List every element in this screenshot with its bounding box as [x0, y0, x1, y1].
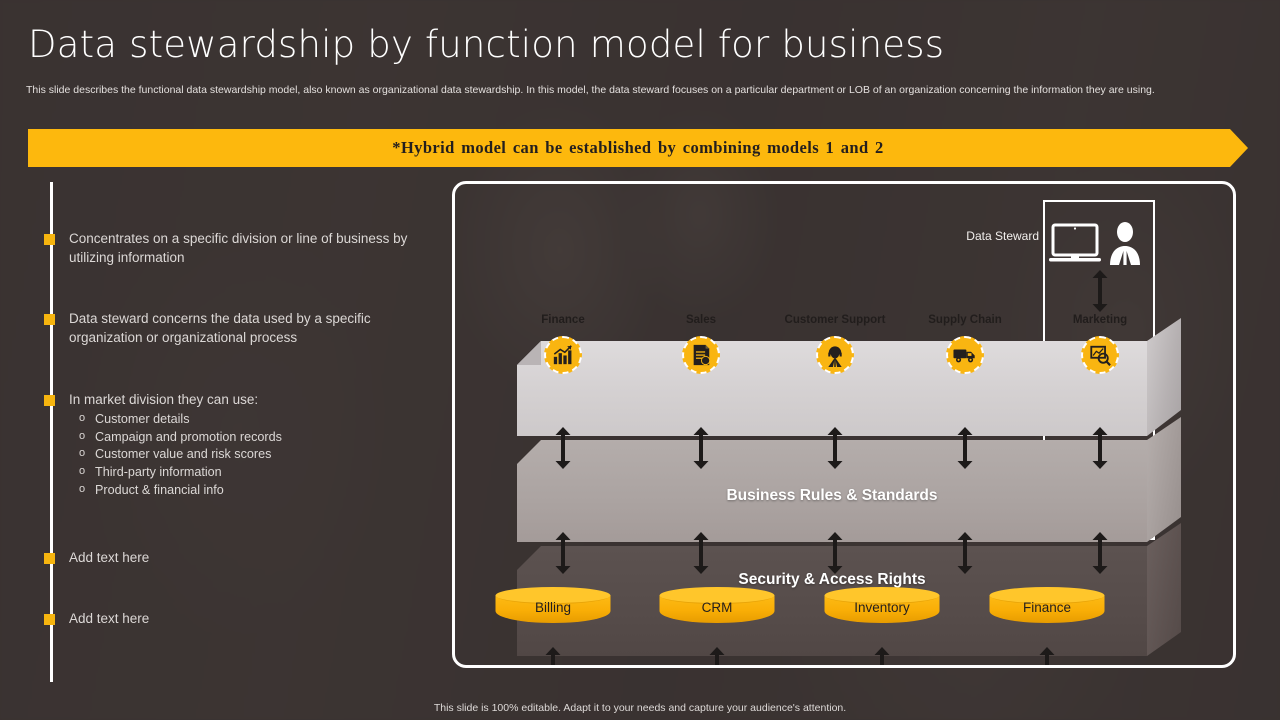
bullet-subitem: Third-party information	[77, 464, 439, 482]
bullet-marker-square	[44, 553, 55, 564]
cylinder-top-ellipse	[989, 587, 1105, 604]
database-cylinder-finance: Finance	[989, 587, 1105, 627]
dept-to-rules-arrow-2	[827, 427, 843, 474]
database-label: Inventory	[854, 600, 910, 615]
businessperson-icon	[1105, 221, 1145, 270]
bullet-marker-square	[44, 395, 55, 406]
business-rules-slab	[517, 440, 1147, 542]
rules-to-security-arrow-2	[827, 532, 843, 579]
data-steward-label: Data Steward	[966, 229, 1039, 243]
database-cylinder-billing: Billing	[495, 587, 611, 627]
department-label-finance: Finance	[541, 314, 585, 326]
department-label-sales: Sales	[685, 314, 717, 326]
cylinder-top-ellipse	[659, 587, 775, 604]
rules-to-security-arrow-4	[1092, 532, 1108, 579]
dept-to-rules-arrow-4	[1092, 427, 1108, 474]
department-label-customer-support: Customer Support	[784, 314, 886, 326]
page-title: Data stewardship by function model for b…	[28, 23, 945, 66]
bullet-item: Add text here	[44, 610, 439, 629]
rules-to-security-arrow-0	[555, 532, 571, 579]
database-label: CRM	[701, 600, 733, 615]
bullet-item: Concentrates on a specific division or l…	[44, 230, 439, 267]
hybrid-model-banner: *Hybrid model can be established by comb…	[28, 129, 1248, 167]
rules-to-security-arrow-3	[957, 532, 973, 579]
bullet-text: In market division they can use:	[69, 392, 259, 407]
bullet-subitem: Product & financial info	[77, 482, 439, 500]
bullet-item: In market division they can use: Customer…	[44, 391, 439, 500]
bullet-item: Data steward concerns the data used by a…	[44, 310, 439, 347]
data-steward-icons	[1049, 210, 1149, 270]
database-label: Billing	[534, 600, 572, 615]
bullet-marker-square	[44, 614, 55, 625]
footer-note: This slide is 100% editable. Adapt it to…	[433, 702, 847, 714]
page-subtitle: This slide describes the functional data…	[26, 84, 1155, 96]
security-access-title: Security & Access Rights	[738, 571, 926, 588]
bullet-text: Data steward concerns the data used by a…	[69, 311, 371, 345]
bullet-text: Add text here	[69, 550, 150, 565]
dept-to-rules-arrow-1	[693, 427, 709, 474]
department-label-supply-chain: Supply Chain	[928, 314, 1002, 326]
database-to-security-arrow-3	[1039, 647, 1055, 665]
laptop-icon	[1049, 223, 1101, 270]
database-to-security-arrow-0	[545, 647, 561, 665]
bullet-marker-square	[44, 314, 55, 325]
bullet-subitem: Customer value and risk scores	[77, 446, 439, 464]
bullet-marker-square	[44, 234, 55, 245]
department-label-marketing: Marketing	[1072, 314, 1128, 326]
database-cylinder-inventory: Inventory	[824, 587, 940, 627]
database-label: Finance	[1022, 600, 1072, 615]
cylinder-top-ellipse	[495, 587, 611, 604]
security-slab-side	[1147, 523, 1181, 656]
bar-chart-icon	[544, 336, 582, 374]
bullet-subitem: Campaign and promotion records	[77, 429, 439, 447]
banner-text: *Hybrid model can be established by comb…	[392, 138, 884, 157]
database-cylinder-crm: CRM	[659, 587, 775, 627]
invoice-icon	[682, 336, 720, 374]
bullet-text: Add text here	[69, 611, 150, 626]
database-to-security-arrow-1	[709, 647, 725, 665]
database-to-security-arrow-2	[874, 647, 890, 665]
bullet-item: Add text here	[44, 549, 439, 568]
steward-connector-arrow	[1092, 270, 1108, 317]
dept-to-rules-arrow-0	[555, 427, 571, 474]
delivery-truck-icon	[946, 336, 984, 374]
dept-to-rules-arrow-3	[957, 427, 973, 474]
left-timeline-rail	[50, 182, 53, 682]
bullet-text: Concentrates on a specific division or l…	[69, 231, 408, 265]
bullet-subitem: Customer details	[77, 411, 439, 429]
support-agent-icon	[816, 336, 854, 374]
rules-to-security-arrow-1	[693, 532, 709, 579]
business-rules-title: Business Rules & Standards	[726, 487, 938, 504]
cylinder-top-ellipse	[824, 587, 940, 604]
bullet-sublist: Customer detailsCampaign and promotion r…	[77, 411, 439, 500]
marketing-analysis-icon	[1081, 336, 1119, 374]
diagram-panel: Data Steward	[452, 181, 1236, 668]
